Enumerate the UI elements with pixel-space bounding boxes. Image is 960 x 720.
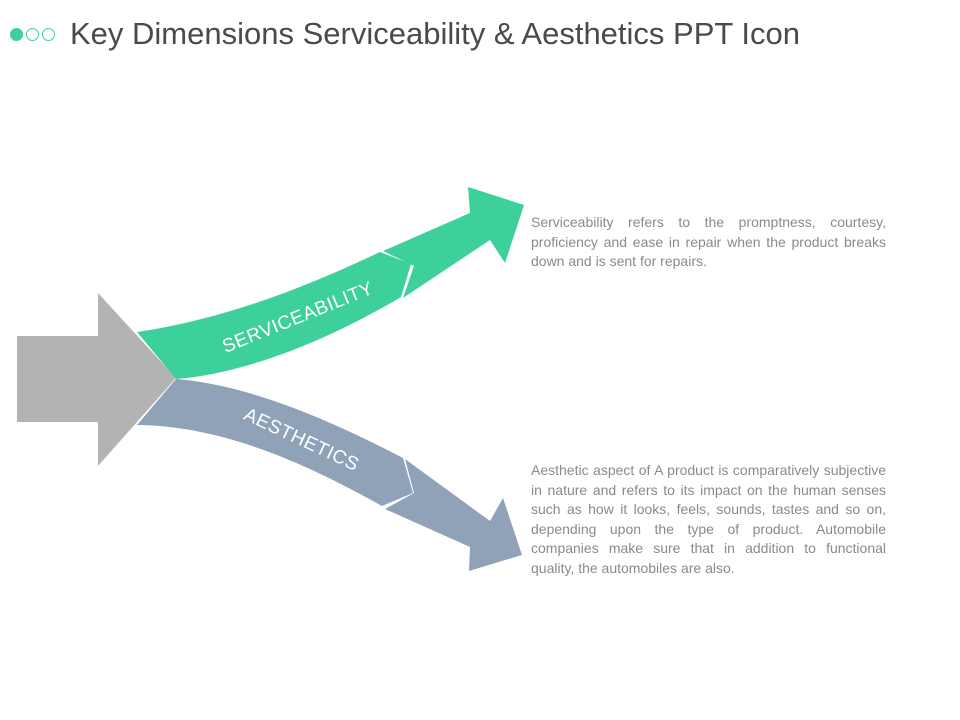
serviceability-arrow-head-shape <box>383 187 524 298</box>
dot-filled-icon <box>10 27 23 41</box>
progress-dots-icon <box>10 27 58 41</box>
aesthetics-arrow-head-shape <box>385 459 522 571</box>
page-title: Key Dimensions Serviceability & Aestheti… <box>70 16 800 51</box>
dot-hollow-icon <box>26 27 39 41</box>
serviceability-arrow-body-shape <box>137 252 411 379</box>
serviceability-description: Serviceability refers to the promptness,… <box>531 214 886 269</box>
aesthetics-description: Aesthetic aspect of A product is compara… <box>531 462 886 576</box>
input-arrow-shape <box>17 293 176 466</box>
dot-hollow-icon <box>42 27 55 41</box>
slide-header: Key Dimensions Serviceability & Aestheti… <box>10 14 800 54</box>
aesthetics-arrow-body-shape <box>137 379 413 506</box>
